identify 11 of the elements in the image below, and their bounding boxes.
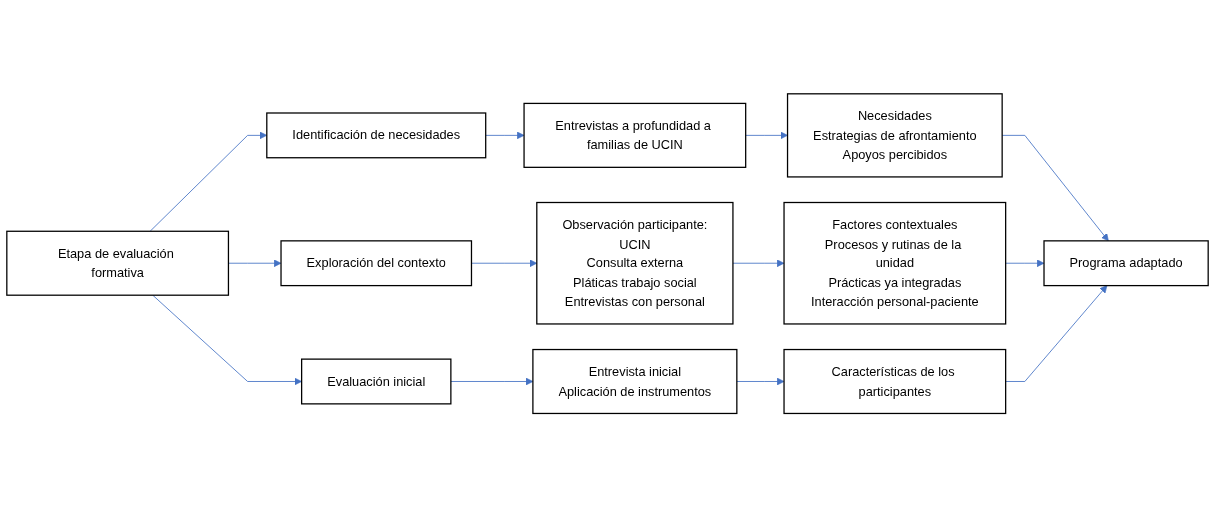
node-box: Factores contextuales Procesos y rutinas de la unidad Prácticas ya integradas Interacción personal-paciente: [783, 202, 1007, 325]
node-box: Etapa de evaluación formativa: [6, 231, 230, 297]
node-box: Exploración del contexto: [280, 240, 473, 287]
node-box: Necesidades Estrategias de afrontamiento Apoyos percibidos: [786, 93, 1003, 178]
node-box: Características de los participantes: [783, 349, 1007, 415]
node-box: Identificación de necesidades: [266, 112, 487, 159]
node-box: Evaluación inicial: [301, 358, 452, 405]
node-box: Entrevista inicial Aplicación de instrumentos: [532, 349, 738, 415]
node-box: Observación participante: UCIN Consulta externa Pláticas trabajo social Entrevistas con personal: [536, 202, 734, 325]
node-box: Entrevistas a profundidad a familias de UCIN: [523, 103, 747, 169]
node-box: Programa adaptado: [1043, 240, 1209, 287]
